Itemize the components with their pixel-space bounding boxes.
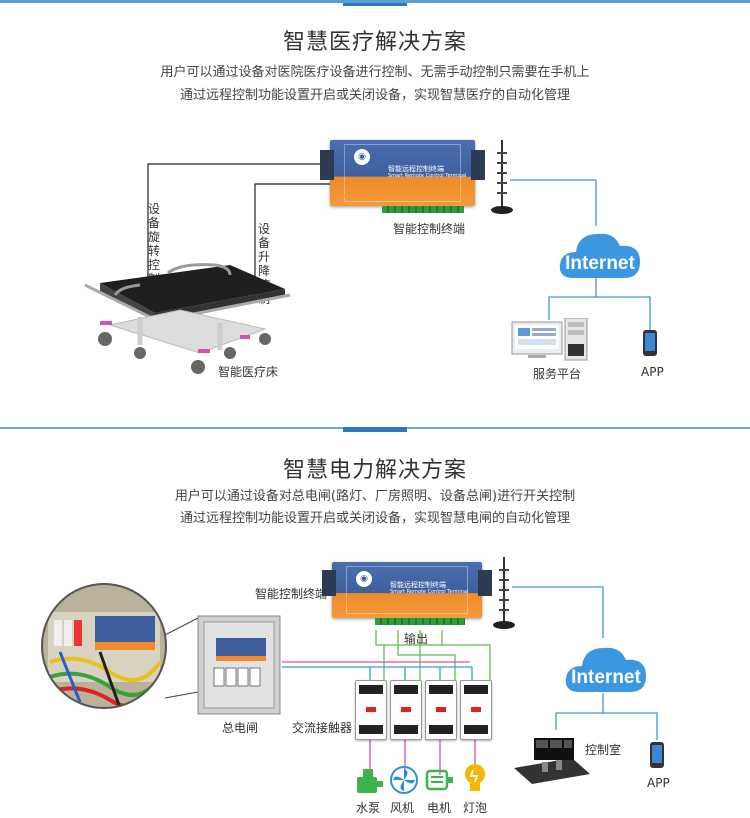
cabinet-closeup-photo: [41, 583, 167, 709]
control-room-icon: [514, 738, 590, 784]
ac-contactor-3: [425, 680, 457, 740]
device-logo-icon: ◉: [354, 149, 370, 165]
server-platform-icon: [511, 318, 588, 361]
section2-desc-line1: 用户可以通过设备对总电闸(路灯、厂房照明、设备总闸)进行开关控制: [174, 489, 576, 504]
section1-wires: [147, 163, 651, 330]
internet-label: Internet: [565, 253, 635, 274]
device-mount-ear-right: [478, 570, 492, 596]
section2-wires: [164, 586, 658, 775]
ac-contactor-label: 交流接触器: [292, 721, 353, 735]
internet-cloud-icon: [565, 647, 646, 692]
section1-terminal-label: 智能控制终端: [393, 222, 466, 236]
light-bulb-icon: [465, 764, 485, 791]
device-mount-ear-left: [322, 570, 336, 596]
smart-control-terminal-device: ◉ 智能远程控制终端 Smart Remote Control Terminal: [320, 140, 485, 206]
ac-contactor-2: [390, 680, 422, 740]
section-divider-tab: [343, 427, 407, 432]
section2-terminal-label: 智能控制终端: [255, 587, 328, 601]
section1-title: 智慧医疗解决方案: [282, 30, 467, 55]
smartphone-icon: [650, 742, 664, 768]
service-platform-label: 服务平台: [533, 367, 582, 381]
main-switch-cabinet-icon: [197, 615, 281, 715]
medical-bed-illustration: [84, 263, 291, 374]
water-pump-icon: [357, 769, 383, 793]
device-mount-ear-left: [320, 150, 334, 180]
lamp-label: 灯泡: [463, 801, 488, 815]
smart-control-terminal-device-2: ◉ 智能远程控制终端 Smart Remote Control Terminal: [322, 562, 492, 618]
smartphone-icon: [643, 330, 657, 356]
app-label: APP: [641, 365, 664, 379]
internet-label: Internet: [571, 667, 641, 688]
device-terminal-block: [382, 206, 464, 213]
top-border: [0, 0, 750, 3]
device-mount-ear-right: [471, 150, 485, 180]
device-title: 智能远程控制终端: [388, 165, 444, 173]
device-subtitle: Smart Remote Control Terminal: [390, 589, 469, 595]
device-terminal-block: [375, 618, 465, 625]
main-switch-label: 总电闸: [222, 721, 259, 735]
section1-desc-line1: 用户可以通过设备对医院医疗设备进行控制、无需手动控制只需要在手机上: [160, 65, 590, 80]
top-accent-tab: [343, 3, 407, 6]
section2-desc-line2: 通过远程控制功能设置开启或关闭设备，实现智慧电闸的自动化管理: [179, 511, 570, 526]
antenna-icon: [493, 557, 515, 629]
section1-desc-line2: 通过远程控制功能设置开启或关闭设备，实现智慧医疗的自动化管理: [179, 88, 570, 103]
output-label: 输出: [404, 632, 429, 646]
device-logo-icon: ◉: [356, 571, 372, 587]
device-subtitle: Smart Remote Control Terminal: [388, 173, 467, 179]
medical-bed-label: 智能医疗床: [218, 365, 279, 379]
ac-contactor-1: [355, 680, 387, 740]
fan-label: 风机: [390, 801, 415, 815]
water-pump-label: 水泵: [356, 801, 381, 815]
motor-icon: [425, 769, 453, 791]
control-room-label: 控制室: [585, 743, 622, 757]
ac-contactor-4: [460, 680, 492, 740]
device-title: 智能远程控制终端: [390, 581, 446, 589]
internet-cloud-icon: [559, 233, 640, 278]
fan-icon: [390, 766, 418, 794]
app-label: APP: [647, 776, 670, 790]
motor-label: 电机: [427, 801, 452, 815]
section2-title: 智慧电力解决方案: [282, 458, 467, 483]
antenna-icon: [491, 140, 513, 214]
